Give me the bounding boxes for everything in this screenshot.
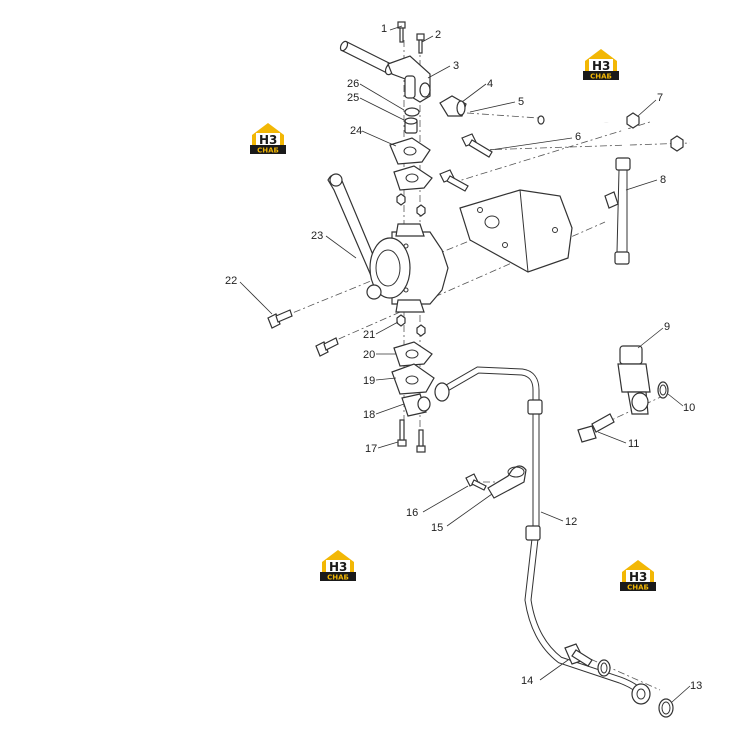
callout-11: 11 — [628, 438, 639, 450]
callout-23: 23 — [311, 230, 323, 242]
mounting-bracket — [459, 189, 619, 273]
callout-21: 21 — [363, 329, 375, 341]
logo-mark: H3 — [592, 59, 610, 73]
part-14-banjo-bolt — [564, 643, 611, 677]
callout-13: 13 — [690, 680, 702, 692]
callout-14: 14 — [521, 675, 533, 687]
part-10-seal — [657, 381, 669, 399]
callout-25: 25 — [347, 92, 359, 104]
part-20-gasket — [393, 341, 433, 367]
logo-mark: H3 — [629, 570, 647, 584]
callout-15: 15 — [431, 522, 443, 534]
logo-caption: СНАБ — [257, 147, 279, 155]
part-2-bolt — [397, 21, 425, 54]
callout-19: 19 — [363, 375, 375, 387]
part-5-bolt — [461, 133, 493, 158]
callout-6: 6 — [575, 131, 581, 143]
part-15-clamp — [487, 465, 527, 499]
callout-4: 4 — [487, 78, 493, 90]
callout-labels: 1 2 3 4 5 6 7 8 9 10 11 12 13 14 15 16 1… — [225, 23, 702, 692]
part-7-nut — [626, 112, 684, 152]
callout-17: 17 — [365, 443, 377, 455]
part-18-adapter — [401, 393, 431, 417]
callout-22: 22 — [225, 275, 237, 287]
part-13-seal — [658, 698, 674, 718]
logo-mark: H3 — [259, 133, 277, 147]
callout-3: 3 — [453, 60, 459, 72]
part-6-bolt — [439, 169, 469, 192]
part-4-elbow — [439, 95, 467, 117]
part-16-bolt — [465, 473, 487, 491]
part-22-bolt — [267, 309, 339, 357]
part-25-nipple — [404, 117, 418, 134]
part-23-valve-lever — [327, 173, 449, 313]
callout-7: 7 — [657, 92, 663, 104]
part-17-bolt — [397, 419, 426, 453]
part-3-tee-fitting — [387, 55, 431, 103]
callout-9: 9 — [664, 321, 670, 333]
logo-caption: СНАБ — [627, 584, 649, 592]
part-9-fitting — [617, 345, 651, 415]
part-26-seal — [404, 107, 420, 117]
part-21-nut — [396, 193, 426, 337]
part-8-pipe — [537, 115, 633, 331]
callout-12: 12 — [565, 516, 577, 528]
callout-2: 2 — [435, 29, 441, 41]
part-12-pipe — [434, 366, 651, 705]
callout-10: 10 — [683, 402, 695, 414]
part-11-banjo-bolt — [577, 413, 615, 443]
callout-16: 16 — [406, 507, 418, 519]
logo-caption: СНАБ — [327, 574, 349, 582]
callout-24: 24 — [350, 125, 362, 137]
part-19-flange — [391, 363, 435, 395]
callout-5: 5 — [518, 96, 524, 108]
leader-lines — [239, 25, 691, 703]
logo-caption: СНАБ — [590, 73, 612, 81]
logo-mark: H3 — [329, 560, 347, 574]
callout-18: 18 — [363, 409, 375, 421]
part-24-flange — [389, 137, 433, 191]
callout-8: 8 — [660, 174, 666, 186]
callout-1: 1 — [381, 23, 387, 35]
part-1-sleeve — [339, 40, 396, 76]
callout-26: 26 — [347, 78, 359, 90]
callout-20: 20 — [363, 349, 375, 361]
